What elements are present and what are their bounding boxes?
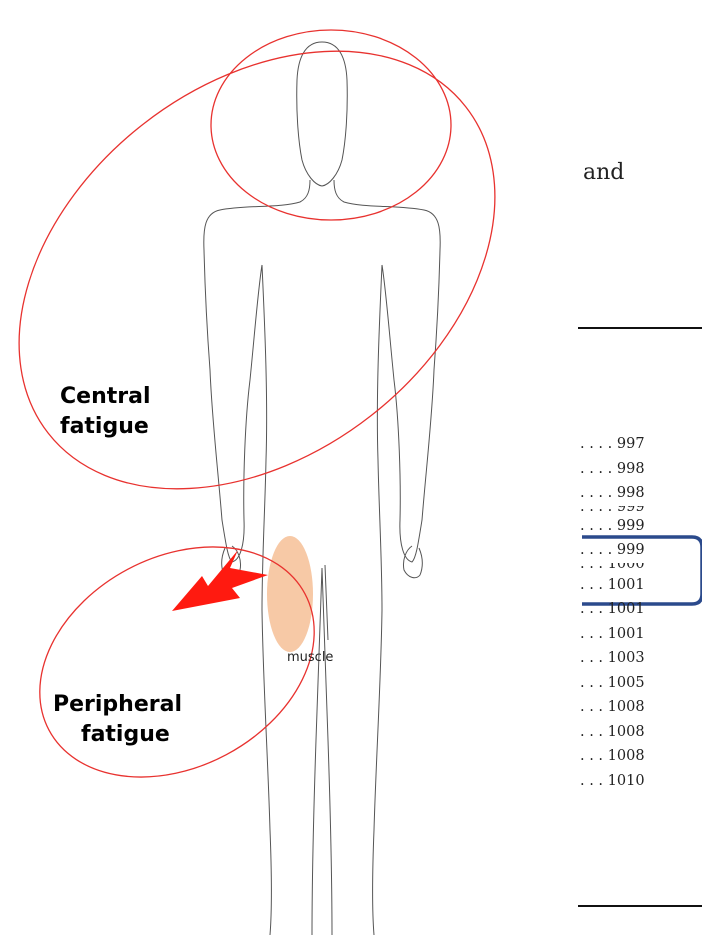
page-number-row: . . . 1008 — [580, 720, 645, 745]
top-rule — [578, 327, 702, 329]
muscle-shape — [267, 536, 313, 652]
page-number-row: . . . 1010 — [580, 769, 645, 794]
human-body-outline — [204, 42, 440, 935]
central-fatigue-ellipse — [0, 0, 580, 579]
peripheral-label-line1: Peripheral — [53, 690, 182, 720]
page-number-row: . . . . 999 — [580, 514, 645, 539]
bottom-rule — [578, 905, 702, 907]
page-number-row: . . . 1005 — [580, 671, 645, 696]
and-text: and — [583, 160, 624, 185]
central-label-line1: Central — [60, 382, 150, 412]
central-fatigue-label: Central fatigue — [60, 382, 150, 442]
page-number-list: . . . . 997. . . . 998. . . . 998. . . .… — [580, 432, 645, 793]
page-number-row: . . . 1008 — [580, 744, 645, 769]
lightning-bolt-icon — [172, 550, 268, 611]
peripheral-label-line2: fatigue — [53, 720, 182, 750]
page-number-row: . . . 1000 — [580, 563, 645, 573]
muscle-label: muscle — [287, 650, 333, 665]
head-ellipse — [211, 30, 451, 220]
page-number-row: . . . . 997 — [580, 432, 645, 457]
peripheral-fatigue-label: Peripheral fatigue — [53, 690, 182, 750]
page-number-row: . . . 1008 — [580, 695, 645, 720]
page-number-row: . . . . 999 — [580, 506, 645, 514]
page-number-row: . . . 1001 — [580, 597, 645, 622]
page-number-row: . . . . 998 — [580, 481, 645, 506]
page-number-row: . . . . 998 — [580, 457, 645, 482]
page-number-row: . . . 1001 — [580, 573, 645, 598]
central-label-line2: fatigue — [60, 412, 150, 442]
page-number-row: . . . . 999 — [580, 538, 645, 563]
page-number-row: . . . 1001 — [580, 622, 645, 647]
page-number-row: . . . 1003 — [580, 646, 645, 671]
